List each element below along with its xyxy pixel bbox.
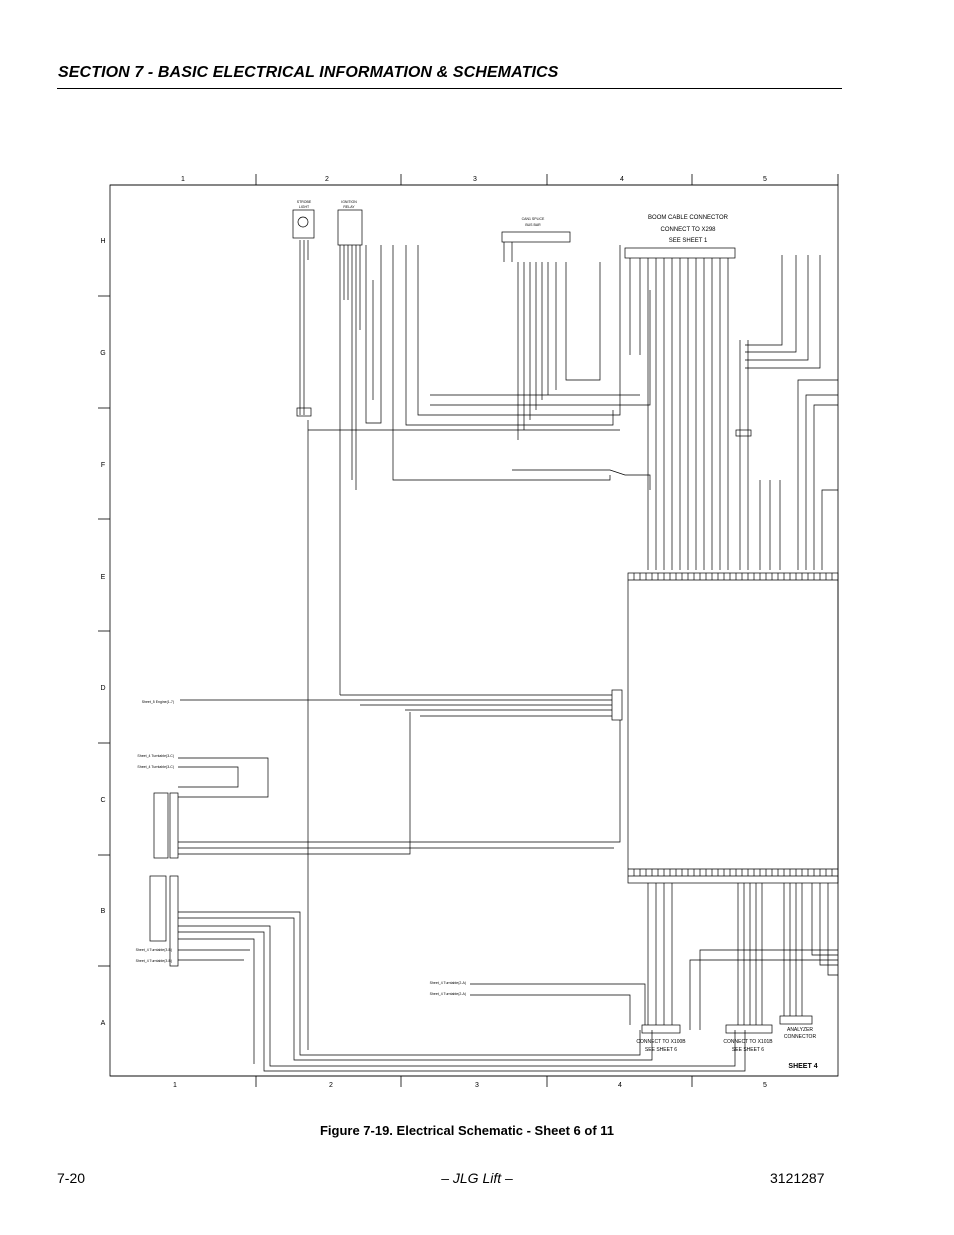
strobe-label: STROBE xyxy=(297,200,312,204)
ref-engine: Sheet_5 Engine(1-7) xyxy=(142,700,174,704)
col-label-bottom: 4 xyxy=(618,1082,622,1089)
x101b-label: SEE SHEET 6 xyxy=(732,1047,764,1053)
row-label: G xyxy=(100,350,105,357)
strobe-label: LIGHT xyxy=(299,205,310,209)
col-label-bottom: 5 xyxy=(763,1082,767,1089)
boom-cable-label: SEE SHEET 1 xyxy=(669,238,708,244)
col-label-top: 2 xyxy=(325,176,329,183)
sheet-label: SHEET 4 xyxy=(788,1063,817,1070)
header-rule xyxy=(57,88,842,89)
ref-turntable: Sheet_4 Turntable(3-C) xyxy=(137,754,174,758)
ref-turntable: Sheet_4 Turntable(2-A) xyxy=(430,981,466,985)
col-label-top: 5 xyxy=(763,176,767,183)
row-label: E xyxy=(101,574,106,581)
col-label-top: 3 xyxy=(473,176,477,183)
ref-turntable: Sheet_4 Turntable(3-B) xyxy=(136,959,172,963)
row-label: H xyxy=(100,238,105,245)
page-number: 7-20 xyxy=(57,1170,86,1186)
analyzer-label: CONNECTOR xyxy=(784,1034,817,1040)
row-label: B xyxy=(101,908,106,915)
row-label: F xyxy=(101,462,105,469)
col-label-top: 1 xyxy=(181,176,185,183)
can-bus-label: CAN1 SPLICE xyxy=(522,217,545,221)
col-label-bottom: 2 xyxy=(329,1082,333,1089)
ref-turntable: Sheet_4 Turntable(2-A) xyxy=(430,992,466,996)
analyzer-label: ANALYZER xyxy=(787,1027,813,1033)
section-title: SECTION 7 - BASIC ELECTRICAL INFORMATION… xyxy=(58,64,559,81)
x100b-label: SEE SHEET 6 xyxy=(645,1047,677,1053)
boom-cable-label: BOOM CABLE CONNECTOR xyxy=(648,215,729,221)
col-label-top: 4 xyxy=(620,176,624,183)
col-label-bottom: 1 xyxy=(173,1082,177,1089)
can-bus-label: BUS BAR xyxy=(525,223,541,227)
ref-turntable: Sheet_4 Turntable(3-B) xyxy=(136,948,172,952)
figure-caption: Figure 7-19. Electrical Schematic - Shee… xyxy=(319,1123,615,1138)
ignition-label: RELAY xyxy=(343,205,355,209)
row-label: A xyxy=(101,1020,106,1027)
boom-cable-label: CONNECT TO X298 xyxy=(660,227,716,233)
row-label: C xyxy=(100,797,105,804)
ref-turntable: Sheet_4 Turntable(3-C) xyxy=(137,765,174,769)
x101b-label: CONNECT TO X101B xyxy=(723,1039,773,1045)
x100b-label: CONNECT TO X100B xyxy=(636,1039,686,1045)
document-number: 3121287 xyxy=(770,1170,825,1186)
col-label-bottom: 3 xyxy=(475,1082,479,1089)
ignition-label: IGNITION xyxy=(341,200,357,204)
footer-brand: – JLG Lift – xyxy=(441,1170,513,1186)
row-label: D xyxy=(100,685,105,692)
